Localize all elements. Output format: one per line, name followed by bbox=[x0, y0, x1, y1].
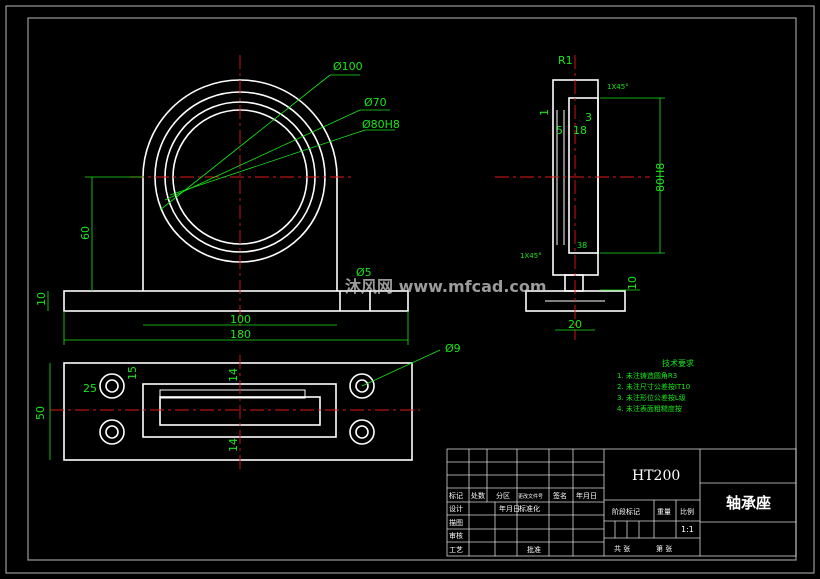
label-drafting: 描图 bbox=[449, 518, 463, 527]
tech-title: 技术要求 bbox=[662, 358, 694, 368]
label-scale: 比例 bbox=[680, 507, 694, 516]
header-date: 年月日 bbox=[576, 491, 597, 500]
dim-s5: 5 bbox=[556, 124, 563, 137]
header-sign: 签名 bbox=[553, 491, 567, 500]
label-date: 年月日 bbox=[499, 504, 520, 513]
dim-s18: 18 bbox=[573, 124, 587, 137]
dim-s3: 3 bbox=[585, 111, 592, 124]
dim-chamfer-bottom: 1X45° bbox=[520, 252, 542, 260]
dim-s10: 10 bbox=[626, 276, 639, 290]
dim-h60: 60 bbox=[79, 226, 92, 240]
front-view: Ø100 Ø70 Ø80H8 60 10 100 180 Ø5 bbox=[35, 55, 409, 345]
tech-item: 3. 未注形位公差按L级 bbox=[617, 393, 686, 402]
tech-item: 1. 未注铸造圆角R3 bbox=[617, 371, 677, 380]
dim-h10: 10 bbox=[35, 292, 48, 306]
dim-d70: Ø70 bbox=[364, 96, 387, 109]
dim-t15: 15 bbox=[126, 366, 139, 380]
label-sheet-no: 第 张 bbox=[656, 544, 672, 553]
dim-d5: Ø5 bbox=[356, 266, 372, 279]
dim-t25: 25 bbox=[83, 382, 97, 395]
dim-chamfer-top: 1X45° bbox=[607, 83, 629, 91]
tech-requirements: 技术要求 1. 未注铸造圆角R3 2. 未注尺寸公差按IT10 3. 未注形位公… bbox=[617, 358, 694, 413]
bolt-holes bbox=[99, 373, 375, 445]
header-change-doc: 更改文件号 bbox=[518, 493, 543, 500]
watermark: 沐风网 www.mfcad.com bbox=[345, 277, 547, 296]
label-standard: 标准化 bbox=[519, 504, 540, 513]
label-review: 审核 bbox=[449, 531, 463, 540]
tech-item: 4. 未注表面粗糙度按 bbox=[617, 404, 682, 413]
tech-item: 2. 未注尺寸公差按IT10 bbox=[617, 382, 690, 391]
dim-s38: 38 bbox=[577, 241, 587, 250]
dim-s1: 1 bbox=[538, 109, 551, 116]
dim-d80: Ø80H8 bbox=[362, 118, 400, 131]
dim-t14b: 14 bbox=[227, 438, 240, 452]
label-process: 工艺 bbox=[449, 546, 463, 554]
dim-d100: Ø100 bbox=[333, 60, 363, 73]
scale-value: 1:1 bbox=[681, 525, 694, 534]
dim-s80: 80H8 bbox=[654, 163, 667, 192]
dim-t50: 50 bbox=[34, 406, 47, 420]
title-block-text: HT200 轴承座 标记 处数 分区 更改文件号 签名 年月日 设计 年月日 标… bbox=[449, 468, 771, 554]
top-view: Ø9 50 25 15 14 14 bbox=[34, 342, 461, 470]
label-weight: 重量 bbox=[657, 508, 671, 516]
header-mark: 标记 bbox=[449, 491, 463, 500]
material: HT200 bbox=[632, 468, 680, 484]
label-approve: 批准 bbox=[527, 545, 541, 554]
part-name: 轴承座 bbox=[726, 494, 771, 512]
outer-border bbox=[5, 5, 815, 574]
dim-t14a: 14 bbox=[227, 368, 240, 382]
side-view: R1 1X45° 1X45° 3 5 18 1 80H8 38 10 20 bbox=[495, 54, 667, 340]
title-block bbox=[446, 448, 797, 557]
dim-r1: R1 bbox=[558, 54, 573, 67]
header-zone: 分区 bbox=[496, 491, 510, 500]
dim-w100: 100 bbox=[230, 313, 251, 326]
dim-s20: 20 bbox=[568, 318, 582, 331]
dim-w180: 180 bbox=[230, 328, 251, 341]
inner-frame bbox=[27, 17, 797, 561]
label-total-sheets: 共 张 bbox=[614, 544, 630, 553]
label-stage-mark: 阶段标记 bbox=[612, 507, 640, 516]
label-design: 设计 bbox=[449, 504, 463, 513]
dim-d9: Ø9 bbox=[445, 342, 461, 355]
header-count: 处数 bbox=[471, 491, 485, 500]
